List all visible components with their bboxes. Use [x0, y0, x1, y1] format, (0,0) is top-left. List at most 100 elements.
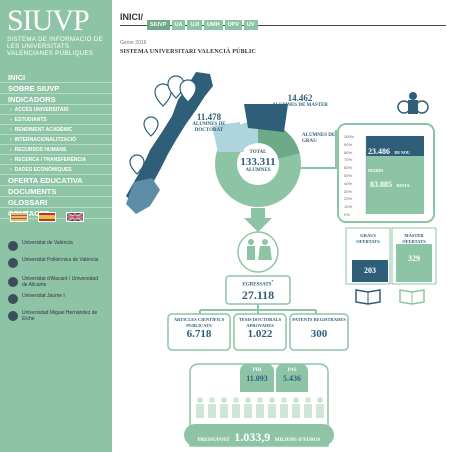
total-label: TOTAL	[249, 150, 267, 155]
tab-siuvp[interactable]: SIUVP	[147, 20, 170, 30]
donut-total-ring	[257, 121, 300, 160]
tab-ua[interactable]: UA	[171, 20, 186, 30]
master-value: 14.462	[287, 93, 313, 103]
sidebar: SIUVP Sistema de informació de les unive…	[0, 0, 112, 452]
map-pin-icon	[143, 116, 159, 137]
nav-sub-recursos-humans[interactable]: ›RECURSOS HUMANS	[0, 145, 112, 155]
person-icon	[292, 397, 300, 418]
person-icon	[232, 397, 240, 418]
budget-unit: MILIONS D'EUROS	[274, 438, 321, 443]
person-icon	[256, 397, 264, 418]
new-students-yaxis: 100% 90% 80% 70% 60% 50% 40% 30% 20% 10%…	[344, 134, 364, 220]
nav-sub-label: ACCÉS UNIVERSITARI	[14, 107, 69, 113]
nav-sub-acces[interactable]: ›ACCÉS UNIVERSITARI	[0, 105, 112, 115]
people-icons-top	[397, 92, 429, 114]
tab-upv[interactable]: UPV	[224, 20, 242, 30]
doctorat-segment-block	[212, 122, 244, 152]
tesis-box	[233, 313, 287, 351]
doctorat-stat: 11.478 ALUMNES DE DOCTORAT	[184, 112, 234, 133]
nou-value: 23.486	[368, 147, 390, 156]
flag-english-icon[interactable]	[66, 212, 84, 222]
university-logo-umh[interactable]: Universidad Miguel Hernández de Elche	[8, 310, 104, 324]
nav-item-sobre-siuvp[interactable]: SOBRE SIUVP	[0, 83, 112, 94]
nav-sub-label: RENDIMENT ACADÈMIC	[14, 127, 73, 133]
valencia-map-shape	[126, 72, 213, 204]
doctorat-value: 11.478	[196, 112, 222, 122]
y-tick: 0%	[344, 211, 350, 217]
nav-sub-estudiants[interactable]: ›ESTUDIANTS	[0, 115, 112, 125]
connector-line	[290, 130, 337, 169]
bar-resta	[366, 156, 424, 214]
bar-nou-ingres	[366, 136, 424, 156]
grau-label-wrap: ALUMNES DE GRAU	[302, 133, 338, 144]
y-tick: 20%	[344, 196, 353, 202]
nav-item-oferta-educativa[interactable]: OFERTA EDUCATIVA	[0, 175, 112, 186]
person-head-icon	[409, 92, 417, 100]
graduates-value: 27.118	[241, 288, 275, 303]
tesis-label: TESIS DOCTORALS APROVADES	[238, 317, 282, 328]
master-bar	[396, 244, 432, 282]
flag-spanish-icon[interactable]	[38, 212, 56, 222]
tab-uv[interactable]: UV	[243, 20, 258, 30]
nav-sub-label: ESTUDIANTS	[14, 117, 47, 123]
nav-sub-dades-economiques[interactable]: ›DADES ECONÒMIQUES	[0, 165, 112, 175]
nav-item-indicadors[interactable]: INDICADORS	[0, 94, 112, 105]
total-unit: ALUMNES	[245, 167, 271, 173]
graduates-label: EGRESSATS*	[242, 279, 274, 288]
grau-stat: 107.371	[288, 127, 328, 137]
tesis-stat: TESIS DOCTORALS APROVADES 1.022	[236, 317, 284, 340]
university-logo-ua[interactable]: Universitat d'Alacant / Universidad de A…	[8, 276, 104, 290]
seal-icon	[8, 311, 18, 321]
graduates-stat: EGRESSATS* 27.118	[226, 279, 290, 303]
nav-item-contacte[interactable]: CONTACTE	[0, 208, 112, 219]
breadcrumb-inici[interactable]: INICI/	[120, 12, 144, 22]
nav-item-glossari[interactable]: GLOSSARI	[0, 197, 112, 208]
tab-uji[interactable]: UJI	[187, 20, 203, 30]
budget-label: PRESSUPOST	[197, 438, 230, 443]
y-tick: 40%	[344, 180, 353, 186]
tesis-value: 1.022	[247, 328, 273, 340]
nav-sub-label: RECERCA I TRANSFERÈNCIA	[14, 157, 87, 163]
chevron-right-icon: ›	[10, 107, 12, 113]
nav-item-inici[interactable]: INICI	[0, 72, 112, 83]
nav-sub-label: INTERNACIONALITZACIÓ	[14, 137, 77, 143]
flag-valencian-icon[interactable]	[10, 212, 28, 222]
resta-stat: 83.885 RESTA	[370, 174, 426, 192]
budget-stat: PRESSUPOST 1.033,9 MILIONS D'EUROS	[184, 428, 334, 446]
nav-sub-rendiment[interactable]: ›RENDIMENT ACADÈMIC	[0, 125, 112, 135]
master-label: ALUMNES DE MASTER	[272, 103, 328, 108]
grau-value: 107.371	[288, 127, 318, 137]
pas-value: 5.436	[283, 373, 301, 383]
person-icon	[280, 397, 288, 418]
articles-label: ARTICLES CIENTÍFICS PUBLICATS	[173, 317, 225, 328]
nav-sub-label: DADES ECONÒMIQUES	[14, 167, 72, 173]
chevron-right-icon: ›	[10, 137, 12, 143]
nav-item-documents[interactable]: DOCUMENTS	[0, 186, 112, 197]
person-icon	[220, 397, 228, 418]
y-tick: 70%	[344, 157, 353, 163]
university-logo-uji[interactable]: Universitat Jaume I	[8, 293, 104, 307]
arrow-down-icon	[244, 218, 272, 232]
valencia-map-south	[126, 178, 160, 214]
y-tick: 10%	[344, 204, 353, 210]
patents-value: 300	[310, 327, 328, 340]
language-flags	[8, 212, 104, 224]
person-body-icon	[408, 100, 418, 114]
person-icon	[304, 397, 312, 418]
nav-sub-internacionalitzacio[interactable]: ›INTERNACIONALITZACIÓ	[0, 135, 112, 145]
y-tick: 30%	[344, 188, 353, 194]
nav-sub-recerca[interactable]: ›RECERCA I TRANSFERÈNCIA	[0, 155, 112, 165]
y-tick: 90%	[344, 141, 353, 147]
y-tick: 60%	[344, 165, 353, 171]
grau-label: ALUMNES DE GRAU	[302, 133, 336, 144]
graus-bar	[352, 260, 388, 282]
university-logo-upv[interactable]: Universitat Politècnica de València	[8, 257, 104, 271]
resta-value: 83.885	[370, 180, 392, 189]
master-offer-label: MASTER OFERTATS	[402, 233, 426, 244]
page-title: Sistema Universitari Valencià Públic	[120, 49, 257, 55]
siuvp-logo[interactable]: SIUVP	[7, 4, 90, 37]
university-logo-uv[interactable]: Universitat de València	[8, 240, 104, 254]
tab-umh[interactable]: UMH	[204, 20, 223, 30]
